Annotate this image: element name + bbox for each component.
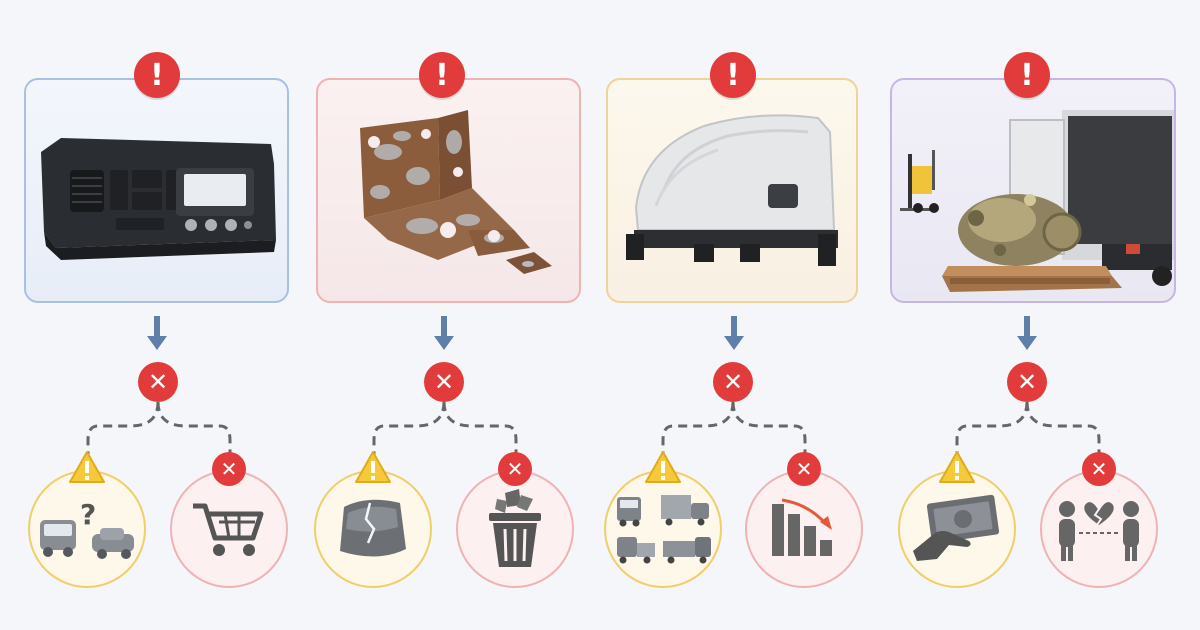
outcome-multiple-fitments	[604, 470, 722, 588]
fail-icon: ✕	[713, 362, 753, 402]
down-arrow-icon	[147, 316, 167, 350]
outcome-failed-purchase	[170, 470, 288, 588]
branch-connector	[372, 401, 518, 458]
fail-icon: ✕	[212, 452, 246, 486]
alert-icon: !	[419, 52, 465, 98]
declining-bar-chart-icon	[772, 498, 832, 556]
warning-icon	[645, 451, 681, 483]
part-card-fairing	[606, 78, 858, 303]
alert-icon: !	[134, 52, 180, 98]
rusted-bracket-image	[360, 110, 552, 274]
shopping-cart-icon	[193, 503, 264, 556]
column-bracket: ! ✕ ✕	[297, 0, 587, 630]
down-arrow-icon	[434, 316, 454, 350]
part-card-bracket	[316, 78, 581, 303]
fail-icon: ✕	[787, 452, 821, 486]
fail-icon: ✕	[1007, 362, 1047, 402]
outcome-uncertain-compatibility: ?	[28, 470, 146, 588]
trash-bin-icon	[489, 489, 541, 567]
branch-connector	[661, 401, 807, 458]
transmission-on-pallet-image	[900, 110, 1174, 292]
fail-icon: ✕	[424, 362, 464, 402]
question-mark: ?	[80, 498, 96, 531]
cracked-seat-icon	[340, 499, 406, 557]
warning-icon	[939, 451, 975, 483]
branch-connector	[86, 401, 232, 458]
warning-icon	[355, 451, 391, 483]
outcome-damaged-part	[314, 470, 432, 588]
part-card-dashboard	[24, 78, 289, 303]
alert-icon: !	[710, 52, 756, 98]
part-card-transmission	[890, 78, 1176, 303]
warning-icon	[69, 451, 105, 483]
fail-icon: ✕	[498, 452, 532, 486]
column-transmission: ! ✕ ✕	[880, 0, 1176, 630]
outcome-broken-relationship	[1040, 470, 1158, 588]
down-arrow-icon	[724, 316, 744, 350]
column-dashboard: ! ✕ ? ✕	[0, 0, 290, 630]
column-fairing: ! ✕	[590, 0, 880, 630]
alert-icon: !	[1004, 52, 1050, 98]
outcome-declining-value	[745, 470, 863, 588]
truck-cab-fairing-image	[626, 114, 838, 266]
outcome-cash-payment	[898, 470, 1016, 588]
outcome-discarded-part	[456, 470, 574, 588]
branch-connector	[955, 401, 1101, 458]
fail-icon: ✕	[1082, 452, 1116, 486]
broken-heart-people-icon	[1059, 501, 1139, 561]
cash-hand-icon	[913, 494, 1000, 561]
fail-icon: ✕	[138, 362, 178, 402]
dashboard-panel-image	[41, 138, 276, 260]
trucks-icon	[617, 495, 711, 564]
down-arrow-icon	[1017, 316, 1037, 350]
